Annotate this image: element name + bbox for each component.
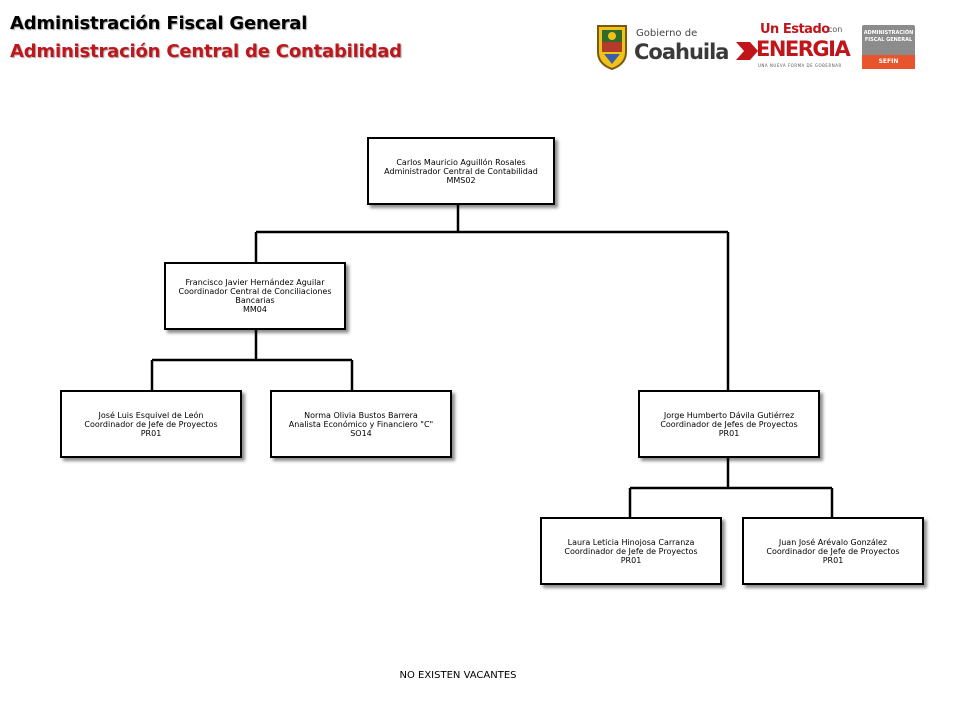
org-node-left-b: Norma Olivia Bustos Barrera Analista Eco… [270, 390, 452, 458]
org-node-right-a: Laura Leticia Hinojosa Carranza Coordina… [540, 517, 722, 585]
coahuila-logo: Gobierno de Coahuila [594, 24, 729, 70]
org-node-right: Jorge Humberto Dávila Gutiérrez Coordina… [638, 390, 820, 458]
org-node-name: Francisco Javier Hernández Aguilar [185, 278, 325, 287]
org-node-code: SO14 [350, 428, 372, 438]
org-node-role: Coordinador de Jefe de Proyectos [766, 546, 900, 556]
energia-arrow-icon [736, 42, 758, 60]
org-node-role: Coordinador de Jefes de Proyectos [660, 419, 798, 429]
org-node-role: Coordinador de Jefe de Proyectos [84, 419, 218, 429]
org-node-code: PR01 [822, 555, 844, 565]
vacancies-note: NO EXISTEN VACANTES [399, 670, 517, 681]
afg-logo-band: SEFIN [862, 55, 915, 69]
org-node-name: José Luis Esquivel de León [98, 410, 204, 420]
energia-logo-top: Un Estado [760, 22, 830, 37]
org-node-name: Norma Olivia Bustos Barrera [304, 410, 418, 420]
org-node-name: Laura Leticia Hinojosa Carranza [567, 537, 695, 547]
org-node-role: Coordinador Central de Conciliaciones Ba… [178, 287, 332, 305]
energia-logo-tagline: UNA NUEVA FORMA DE GOBERNAR [758, 63, 842, 68]
org-node-name: Jorge Humberto Dávila Gutiérrez [663, 410, 795, 420]
org-node-code: MMS02 [446, 175, 476, 185]
org-node-name: Carlos Mauricio Aguillón Rosales [396, 157, 526, 167]
afg-logo-line1: ADMINISTRACIÓN [863, 30, 914, 36]
coahuila-logo-big: Coahuila [634, 40, 729, 64]
org-node-left: Francisco Javier Hernández Aguilar Coord… [164, 262, 346, 330]
org-node-name: Juan José Arévalo González [778, 537, 888, 547]
energia-logo-big: ENERGIA [756, 37, 851, 61]
org-node-code: PR01 [718, 428, 740, 438]
org-node-role: Coordinador de Jefe de Proyectos [564, 546, 698, 556]
org-node-code: PR01 [620, 555, 642, 565]
page-title: Administración Fiscal General [10, 13, 308, 34]
coahuila-logo-small: Gobierno de [636, 28, 698, 39]
org-node-role: Administrador Central de Contabilidad [384, 166, 538, 176]
afg-logo-line2: FISCAL GENERAL [864, 37, 913, 43]
org-node-root: Carlos Mauricio Aguillón Rosales Adminis… [367, 137, 555, 205]
state-seal-icon [597, 25, 627, 70]
page-subtitle: Administración Central de Contabilidad [10, 41, 402, 62]
org-node-role: Analista Económico y Financiero "C" [288, 419, 434, 429]
energia-logo-con: con [828, 25, 843, 34]
org-node-right-b: Juan José Arévalo González Coordinador d… [742, 517, 924, 585]
afg-logo-line3: SEFIN [878, 58, 899, 65]
org-node-code: PR01 [140, 428, 162, 438]
org-node-code: MM04 [243, 305, 267, 314]
org-node-left-a: José Luis Esquivel de León Coordinador d… [60, 390, 242, 458]
afg-logo: ADMINISTRACIÓN FISCAL GENERAL SEFIN [862, 25, 915, 69]
energia-logo: Un Estado con ENERGIA UNA NUEVA FORMA DE… [734, 22, 852, 72]
